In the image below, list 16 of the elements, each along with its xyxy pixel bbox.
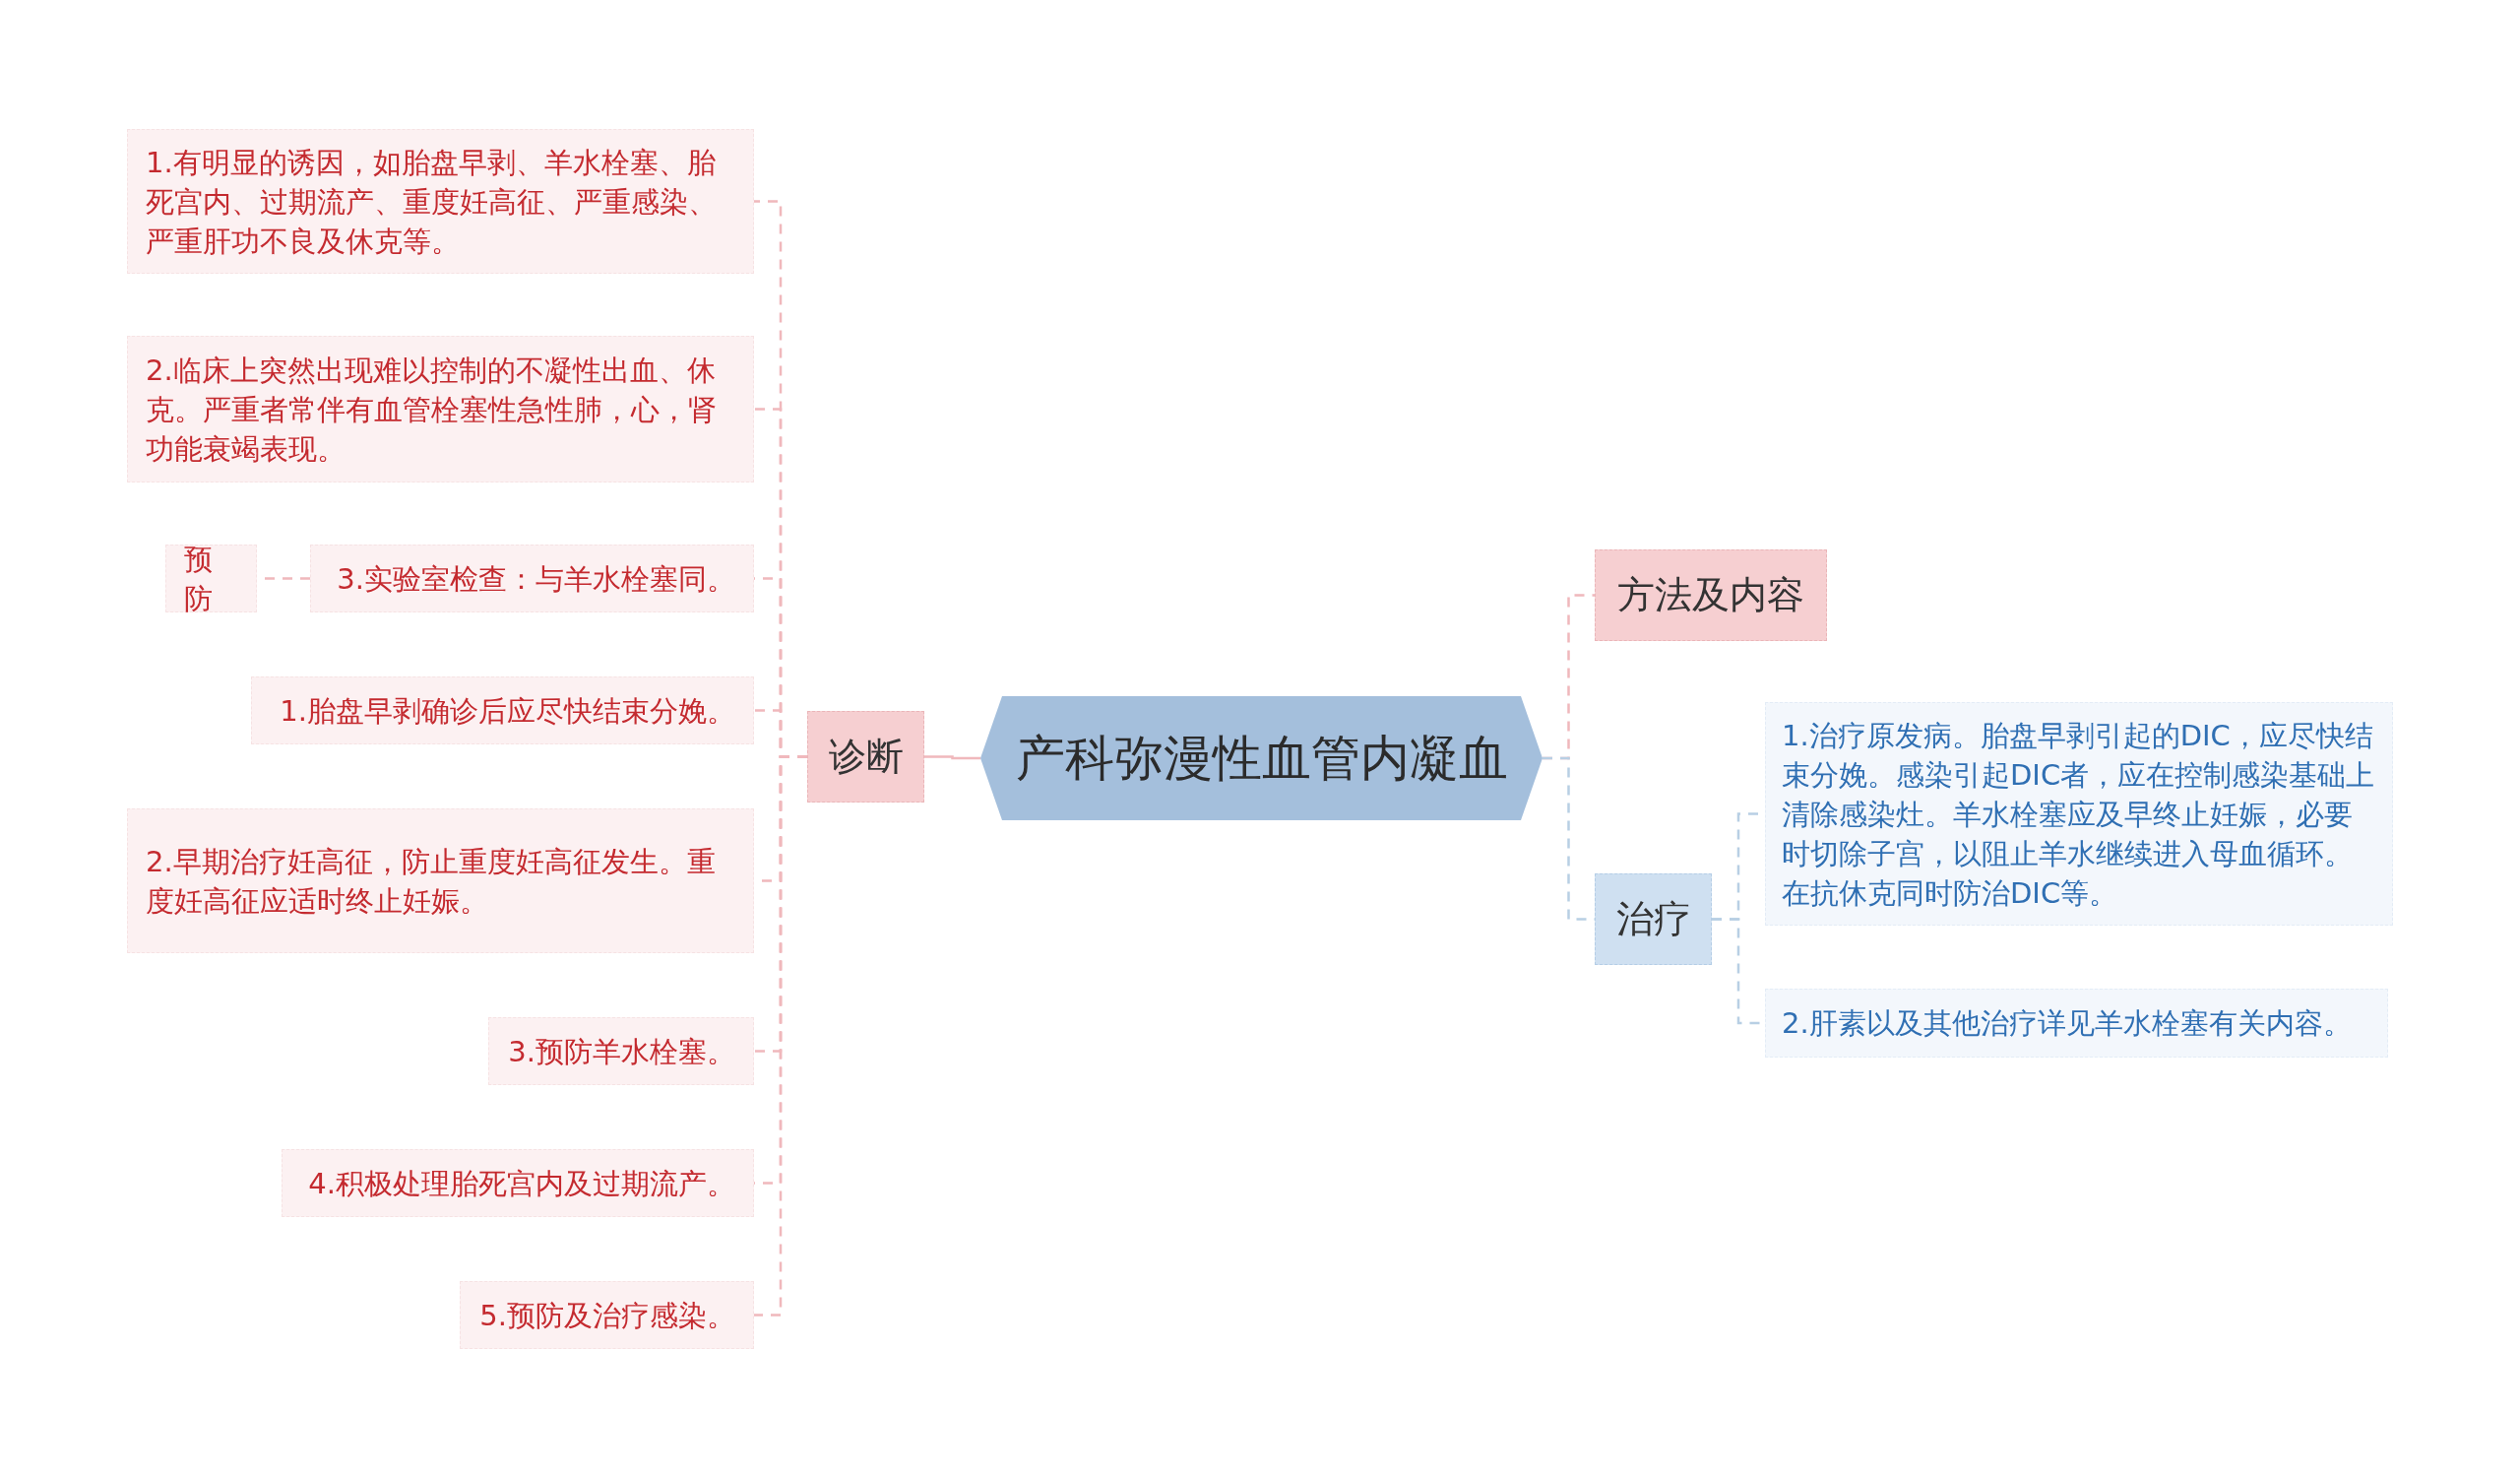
note-box: 1.有明显的诱因，如胎盘早剥、羊水栓塞、胎死宫内、过期流产、重度妊高征、严重感染、严重肝功不良及休克等。 [127,129,754,274]
topic-box: 治疗 [1595,873,1712,965]
note-box: 2.早期治疗妊高征，防止重度妊高征发生。重度妊高征应适时终止妊娠。 [127,808,754,953]
note-box: 预防 [165,545,257,612]
note-box: 3.实验室检查：与羊水栓塞同。 [310,545,754,612]
note-box: 1.胎盘早剥确诊后应尽快结束分娩。 [251,676,754,744]
topic-box: 方法及内容 [1595,549,1827,641]
note-box: 2.肝素以及其他治疗详见羊水栓塞有关内容。 [1765,989,2388,1058]
note-box: 3.预防羊水栓塞。 [488,1017,754,1085]
note-box: 5.预防及治疗感染。 [460,1281,754,1349]
note-box: 1.治疗原发病。胎盘早剥引起的DIC，应尽快结束分娩。感染引起DIC者，应在控制感染基础上清除感染灶。羊水栓塞应及早终止妊娠，必要时切除子宫，以阻止羊水继续进入母血循环。在抗休克同时防治DIC等。 [1765,702,2393,926]
note-box: 4.积极处理胎死宫内及过期流产。 [282,1149,754,1217]
note-box: 2.临床上突然出现难以控制的不凝性出血、休克。严重者常伴有血管栓塞性急性肺，心，肾功能衰竭表现。 [127,336,754,482]
topic-box: 诊断 [807,711,924,803]
connector-line [924,755,980,760]
central-topic: 产科弥漫性血管内凝血 [980,696,1543,820]
